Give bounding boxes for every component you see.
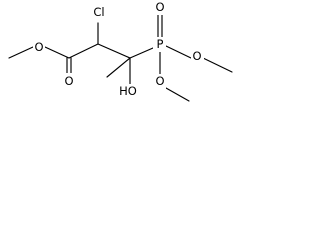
bond-methoxy-carbon-ester-oxygen: [8, 46, 34, 59]
phosphorus-label: P: [157, 37, 164, 51]
bond-c-alpha-c-beta: [97, 43, 131, 59]
methoxy-oxygen-2-label: O: [155, 74, 164, 88]
bond-phosphorus-oxygen-1: [165, 45, 192, 59]
hydroxyl-label: HO: [119, 84, 137, 98]
bond-c-beta-phosphorus: [129, 47, 154, 59]
bond-carbonyl-carbon-c-alpha: [68, 43, 99, 59]
carbonyl-oxygen-label: O: [64, 74, 73, 88]
chemical-structure: O O Cl HO P O O O: [8, 0, 233, 102]
atom-labels: O O Cl HO P O O O: [33, 0, 204, 99]
bond-oxygen-2-methyl: [165, 87, 190, 102]
bonds: [8, 14, 233, 102]
ester-oxygen-label: O: [34, 40, 43, 54]
bond-c-beta-methyl: [106, 57, 131, 78]
methoxy-oxygen-1-label: O: [192, 49, 201, 63]
chlorine-label: Cl: [93, 5, 104, 19]
bond-oxygen-1-methyl: [202, 57, 233, 73]
bond-ester-oxygen-carbonyl-carbon: [44, 46, 70, 59]
phosphoryl-oxygen-label: O: [155, 0, 164, 14]
